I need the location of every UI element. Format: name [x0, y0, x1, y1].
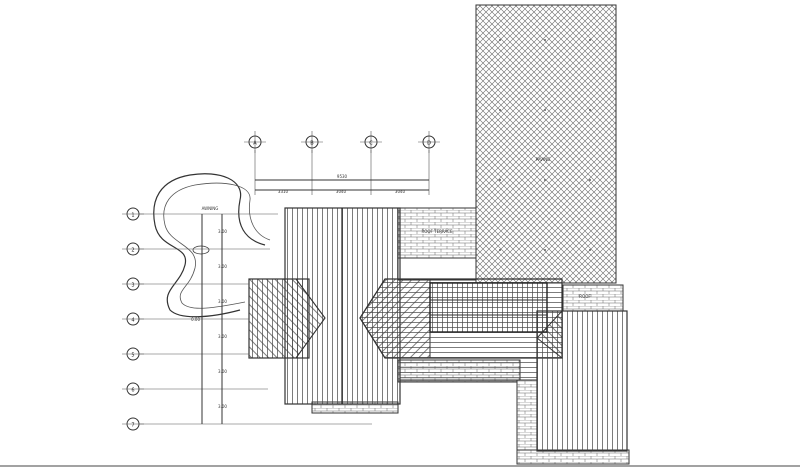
grid-row-2: 2 [122, 242, 270, 256]
roof-main [248, 207, 628, 452]
span-dimension: 3310 [278, 189, 289, 194]
top-dimensions: 9530 3310 3040 3040 [255, 174, 429, 194]
row-dimension: 3.00 [218, 404, 227, 409]
terrace-label: ROOF TERRACE [421, 229, 452, 234]
grid-row-label: 6 [131, 388, 134, 394]
grid-row-5: 5 [122, 347, 249, 361]
grid-row-7: 7 [122, 417, 372, 431]
grid-column-c: C [360, 131, 382, 195]
grid-row-1: 1 [122, 207, 278, 221]
grid-row-label: 5 [131, 353, 134, 359]
grid-column-d: D [418, 131, 440, 195]
paving-label: PAVING [536, 157, 551, 162]
grid-column-label: A [253, 141, 257, 147]
grid-row-label: 1 [131, 213, 134, 219]
grid-row-label: 2 [131, 248, 134, 254]
grid-row-label: 3 [131, 283, 134, 289]
grid-column-label: D [427, 141, 431, 147]
awning-label: AWNING [202, 206, 219, 211]
grid-row-label: 4 [131, 318, 134, 324]
row-dimension: 3.00 [218, 299, 227, 304]
side-dimensions: 0.00 3.00 3.00 3.00 3.00 3.00 3.00 [191, 214, 227, 424]
paving-area: PAVING [475, 4, 617, 284]
grid-column-label: C [369, 141, 373, 147]
roof-label: ROOF [579, 294, 591, 299]
grid-row-label: 7 [131, 423, 134, 429]
awning-outline: AWNING [153, 173, 271, 318]
grid-row-4: 4 [122, 312, 249, 326]
grid-row-3: 3 [122, 277, 249, 291]
grid-column-b: B [301, 131, 323, 195]
grid-row-6: 6 [122, 382, 268, 396]
row-grid: 1 2 3 4 5 6 [122, 207, 372, 431]
grid-column-label: B [310, 141, 314, 147]
span-dimension: 3040 [336, 189, 347, 194]
level-label: 0.00 [191, 317, 200, 322]
row-dimension: 3.00 [218, 229, 227, 234]
row-dimension: 3.00 [218, 334, 227, 339]
row-dimension: 3.00 [218, 369, 227, 374]
span-dimension: 3040 [395, 189, 406, 194]
grid-column-a: A [244, 131, 266, 195]
column-grid: A B C D [244, 131, 440, 195]
row-dimension: 3.00 [218, 264, 227, 269]
overall-dimension: 9530 [337, 174, 348, 179]
